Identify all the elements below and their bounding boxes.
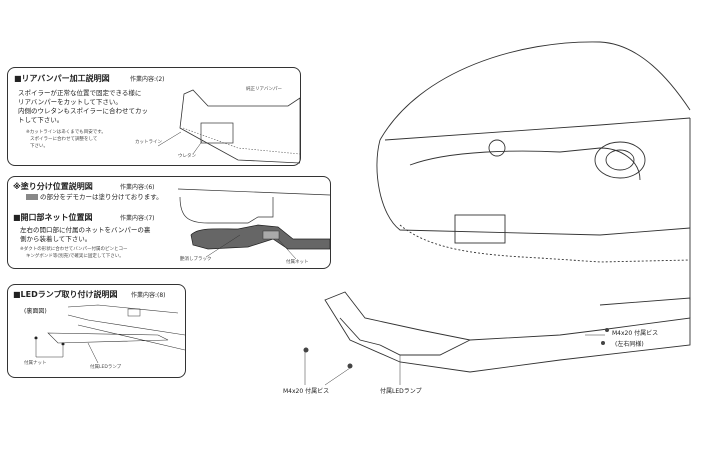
paint-and-net-panel: ※塗り分け位置説明図 作業内容:(6) の部分をデモカーは塗り分けております。 …: [7, 176, 331, 269]
instruction-line: 左右の開口部に付属のネットをバンパーの裏: [20, 226, 151, 234]
rear-bumper-cut-panel: ■リアバンパー加工説明図 作業内容:(2) スポイラーが正常な位置で固定できる様…: [7, 67, 301, 166]
note-line: ※カットラインはあくまでも目安です。: [26, 130, 106, 135]
instruction-line: 内側のウレタンもスポイラーに合わせてカッ: [18, 107, 148, 115]
led-lamp-label: 付属LEDランプ: [380, 388, 422, 395]
instruction-line: スポイラーが正常な位置で固定できる様に: [18, 89, 142, 97]
label-cut-line: カットライン: [135, 140, 162, 145]
note-line: 下さい。: [30, 144, 48, 149]
label-genuine-bumper: 純正リアバンパー: [246, 87, 283, 92]
work-step: 作業内容:(2): [130, 76, 165, 83]
panel-title: ■開口部ネット位置図: [13, 213, 93, 222]
paint-note: の部分をデモカーは塗り分けております。: [26, 193, 163, 202]
led-lamp-panel: ■LEDランプ取り付け説明図 作業内容:(8) (裏面図) 付属ナット 付属LE…: [7, 284, 186, 378]
label-matte-black: 艶消しブラック: [180, 257, 212, 262]
bumper-illustration: [157, 89, 300, 164]
work-step: 作業内容:(7): [120, 215, 155, 222]
instruction-line: リアバンパーをカットして下さい。: [18, 98, 122, 106]
panel-title: ■リアバンパー加工説明図: [14, 74, 110, 83]
label-nut: 付属ナット: [24, 361, 47, 366]
paint-note-text: の部分をデモカーは塗り分けております。: [40, 193, 163, 201]
screw-label-right: M4x20 付属ビス: [612, 330, 659, 337]
bumper-detail-illustration: [177, 188, 330, 260]
label-led-lamp: 付属LEDランプ: [90, 365, 122, 370]
back-view-label: (裏面図): [24, 308, 47, 315]
note-line: スポイラーに合わせて調整をして: [30, 137, 98, 142]
screw-label-right-note: (左右同様): [615, 341, 644, 348]
instruction-line: 側から装着して下さい。: [20, 235, 92, 243]
screw-label-left: M4x20 付属ビス: [283, 388, 330, 395]
led-illustration: [34, 304, 185, 364]
work-step: 作業内容:(8): [131, 292, 166, 299]
panel-title: ■LEDランプ取り付け説明図: [13, 290, 118, 299]
note-line: ※ダクトの形状に合わせてバンパー付属のピンとコー: [20, 247, 128, 252]
gray-swatch: [26, 194, 38, 200]
label-net: 付属ネット: [286, 260, 309, 265]
panel-title: ※塗り分け位置説明図: [13, 182, 93, 191]
note-line: キングボンド等(別売)で確実に固定して下さい。: [26, 254, 124, 259]
instruction-line: トして下さい。: [18, 116, 64, 124]
label-urethane: ウレタン: [178, 154, 196, 159]
work-step: 作業内容:(6): [120, 184, 155, 191]
